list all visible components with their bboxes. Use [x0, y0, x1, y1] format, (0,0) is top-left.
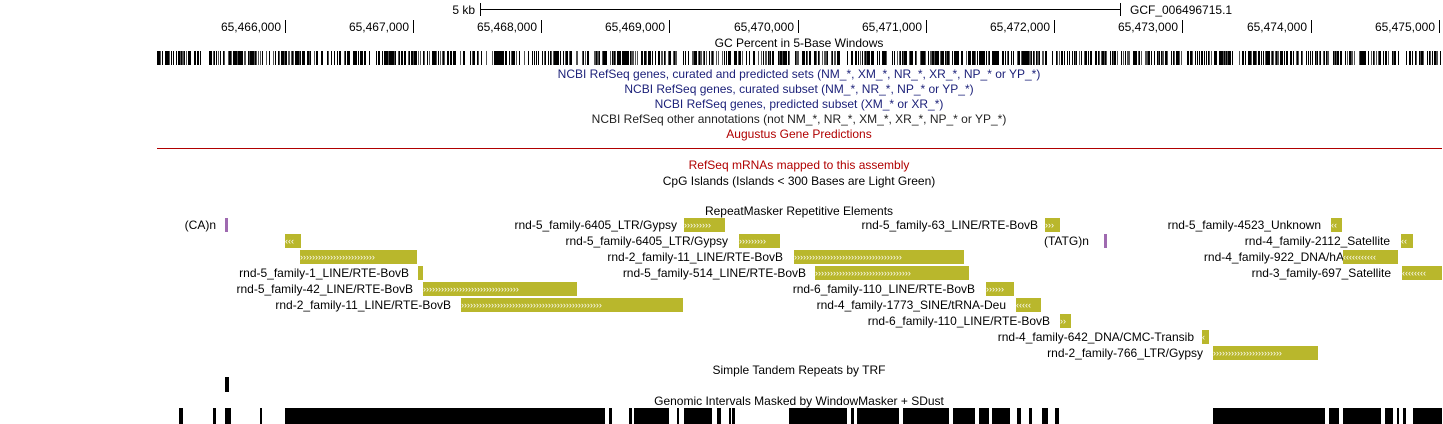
track-separator	[157, 148, 1442, 149]
repeat-feature[interactable]: ›››	[1045, 218, 1060, 232]
track-title-refseq-other[interactable]: NCBI RefSeq other annotations (not NM_*,…	[591, 112, 1007, 126]
windowmasker-track[interactable]	[157, 408, 1442, 424]
repeat-label[interactable]: (CA)n	[184, 218, 216, 232]
scale-bar	[480, 9, 1120, 10]
repeat-feature[interactable]: ›››››››››	[739, 234, 780, 248]
repeat-feature[interactable]: ››››››››››››››››››››››››››››››››››››››››…	[461, 298, 683, 312]
repeat-label[interactable]: rnd-6_family-110_LINE/RTE-BovB	[867, 314, 1050, 328]
ruler-position: 65,470,000	[733, 20, 794, 34]
ruler-position: 65,469,000	[604, 20, 665, 34]
track-title-cpg[interactable]: CpG Islands (Islands < 300 Bases are Lig…	[662, 174, 936, 188]
ruler-position: 65,467,000	[348, 20, 409, 34]
repeat-feature[interactable]: ‹‹‹‹‹	[1016, 298, 1041, 312]
repeat-label[interactable]: rnd-4_family-1773_SINE/tRNA-Deu	[816, 298, 1006, 312]
repeat-feature[interactable]: ››	[1060, 314, 1071, 328]
repeat-label[interactable]: rnd-5_family-6405_LTR/Gypsy	[514, 218, 677, 232]
ruler-position: 65,468,000	[476, 20, 537, 34]
repeat-label[interactable]: rnd-5_family-514_LINE/RTE-BovB	[622, 266, 806, 280]
repeat-feature[interactable]	[1104, 234, 1107, 248]
ruler-position: 65,472,000	[989, 20, 1050, 34]
gc-percent-track[interactable]	[157, 51, 1442, 65]
repeat-feature[interactable]: ››››››››››››››››››››››››››››››››	[423, 282, 577, 296]
repeat-label[interactable]: rnd-4_family-642_DNA/CMC-Transib	[997, 330, 1194, 344]
repeat-label[interactable]: rnd-5_family-6405_LTR/Gypsy	[565, 234, 728, 248]
repeat-label[interactable]: rnd-5_family-42_LINE/RTE-BovB	[236, 282, 413, 296]
ruler-position: 65,475,000	[1374, 20, 1435, 34]
repeat-feature[interactable]: ›››››››››››››››››››››››	[1213, 346, 1318, 360]
ruler-position: 65,474,000	[1246, 20, 1307, 34]
repeat-feature[interactable]: ›››››››››››››››››››››››››	[300, 250, 417, 264]
repeat-feature[interactable]: ‹‹‹	[285, 234, 301, 248]
ruler-position: 65,466,000	[220, 20, 281, 34]
repeat-feature[interactable]: ‹‹‹‹‹‹‹‹	[1402, 266, 1442, 280]
ruler-position: 65,471,000	[861, 20, 922, 34]
track-title-augustus[interactable]: Augustus Gene Predictions	[726, 127, 872, 141]
repeat-feature[interactable]	[225, 218, 228, 232]
repeat-label[interactable]: rnd-3_family-697_Satellite	[1251, 266, 1391, 280]
repeat-feature[interactable]: ››››››››››››››››››››››››››››››››››››	[794, 250, 964, 264]
trf-feature[interactable]	[225, 377, 229, 392]
repeat-label[interactable]: rnd-5_family-63_LINE/RTE-BovB	[861, 218, 1038, 232]
repeat-feature[interactable]: ‹‹	[1331, 218, 1342, 232]
track-title-repeatmasker[interactable]: RepeatMasker Repetitive Elements	[704, 204, 894, 218]
repeat-label[interactable]: rnd-2_family-766_LTR/Gypsy	[1047, 346, 1203, 360]
repeat-feature[interactable]: ‹	[1202, 330, 1209, 344]
repeat-feature[interactable]: ›››››››››	[684, 218, 725, 232]
repeat-label[interactable]: (TATG)n	[1044, 234, 1089, 248]
track-title-refseq-curated[interactable]: NCBI RefSeq genes, curated subset (NM_*,…	[624, 82, 974, 96]
repeat-label[interactable]: rnd-6_family-110_LINE/RTE-BovB	[792, 282, 975, 296]
repeat-feature[interactable]	[418, 266, 423, 280]
scale-label: 5 kb	[452, 3, 475, 17]
repeat-feature[interactable]: ››››››	[986, 282, 1014, 296]
repeat-feature[interactable]: ‹‹	[1401, 234, 1413, 248]
repeat-feature[interactable]: ‹‹‹‹‹‹‹‹‹‹‹	[1343, 250, 1398, 264]
track-title-refseq-all[interactable]: NCBI RefSeq genes, curated and predicted…	[557, 67, 1041, 81]
repeat-feature[interactable]: ››››››››››››››››››››››››››››››››	[815, 266, 969, 280]
repeat-label[interactable]: rnd-5_family-4523_Unknown	[1167, 218, 1321, 232]
repeat-label[interactable]: rnd-4_family-2112_Satellite	[1244, 234, 1390, 248]
assembly-label: GCF_006496715.1	[1130, 3, 1233, 17]
repeat-label[interactable]: rnd-2_family-11_LINE/RTE-BovB	[275, 298, 451, 312]
track-title-refseq-predicted[interactable]: NCBI RefSeq genes, predicted subset (XM_…	[654, 97, 944, 111]
track-title-gc[interactable]: GC Percent in 5-Base Windows	[714, 36, 884, 50]
repeat-label[interactable]: rnd-2_family-11_LINE/RTE-BovB	[607, 250, 783, 264]
track-title-windowmasker[interactable]: Genomic Intervals Masked by WindowMasker…	[654, 394, 944, 408]
track-title-refseq-mrnas[interactable]: RefSeq mRNAs mapped to this assembly	[688, 158, 910, 172]
repeat-label[interactable]: rnd-5_family-1_LINE/RTE-BovB	[239, 266, 409, 280]
track-title-trf[interactable]: Simple Tandem Repeats by TRF	[712, 363, 886, 377]
ruler-position: 65,473,000	[1117, 20, 1178, 34]
